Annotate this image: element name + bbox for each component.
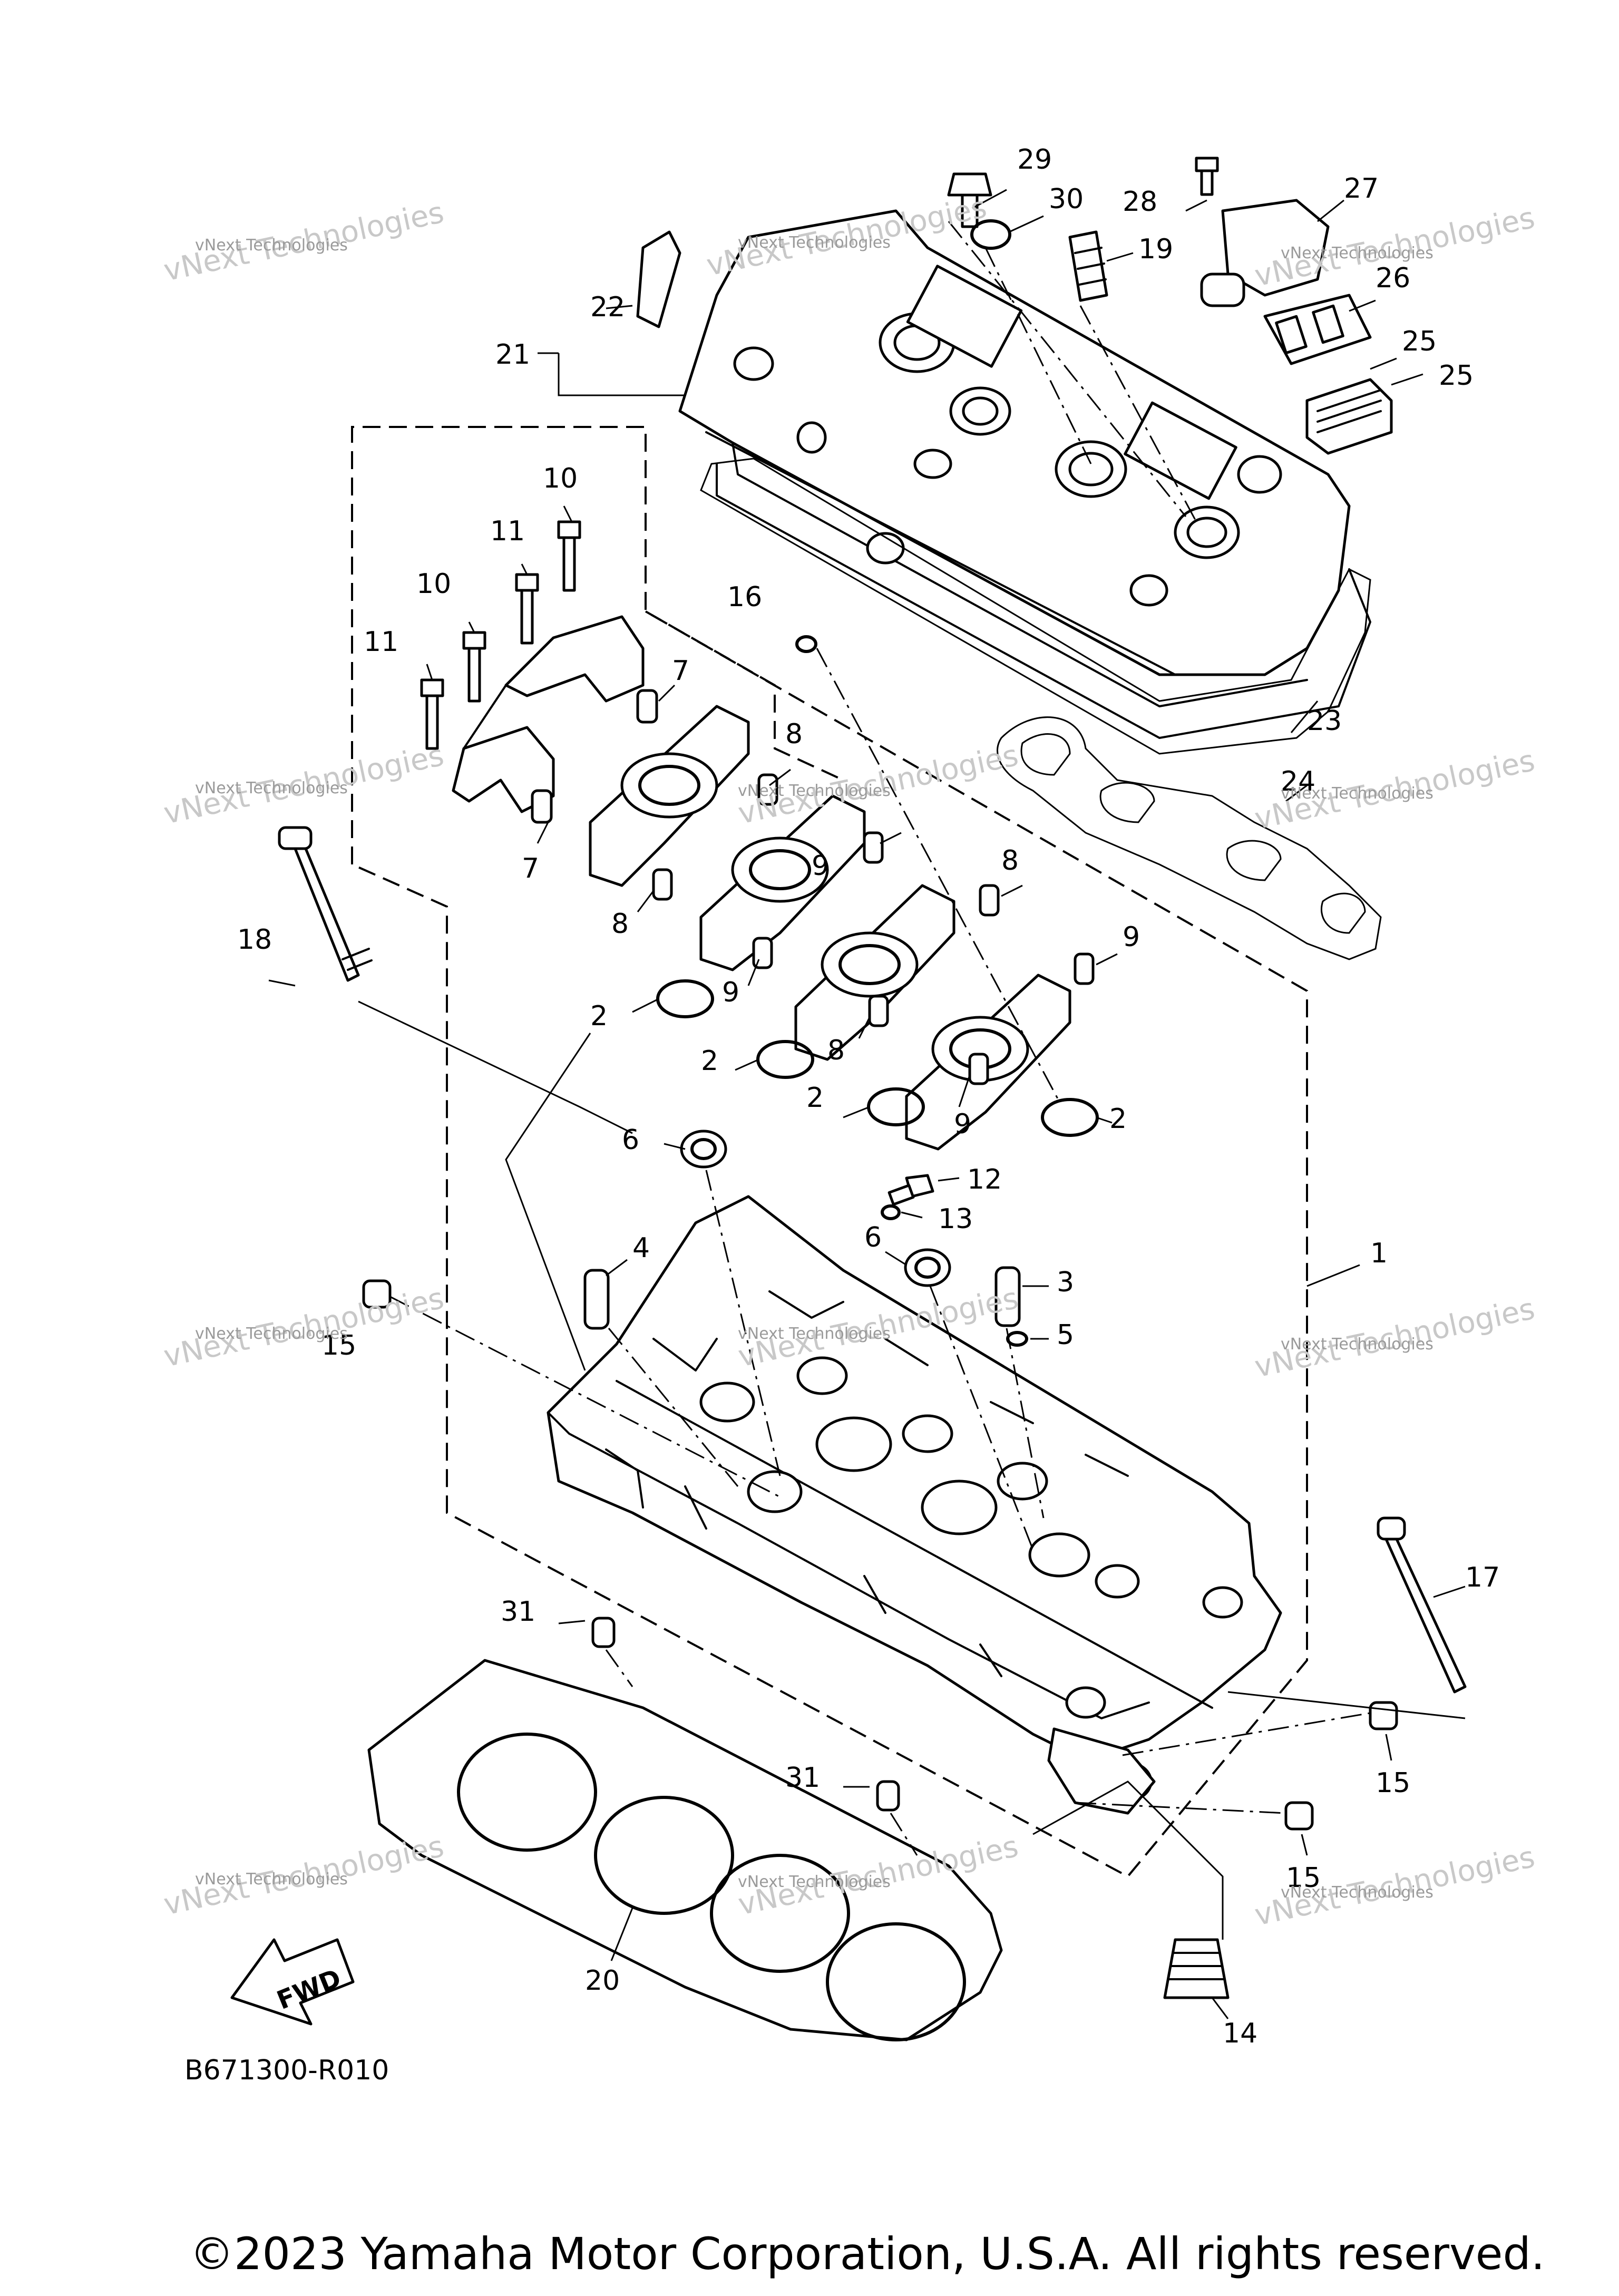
diagram-code: B671300-R010 [184, 2055, 389, 2086]
watermark: vNext Technologies [738, 782, 891, 800]
callout-label: 2 [1109, 1103, 1127, 1135]
callout-label: 6 [864, 1222, 882, 1253]
valve-cover [678, 209, 1371, 739]
assembly-boundary [351, 426, 1308, 1878]
callout-label: 16 [727, 581, 762, 613]
watermark: vNext Technologies [195, 1325, 348, 1343]
callout-label: 7 [522, 853, 539, 884]
callout-label: 9 [1123, 921, 1140, 953]
watermark: vNext Technologies [1281, 1883, 1433, 1902]
callout-label: 3 [1057, 1267, 1074, 1298]
callout-label: 9 [722, 977, 739, 1008]
head-gasket [367, 1659, 1003, 2041]
callout-label: 6 [622, 1124, 639, 1156]
callout-label: 29 [1017, 144, 1052, 176]
callout-label: 15 [1286, 1862, 1321, 1894]
callout-label: 12 [967, 1164, 1002, 1195]
callout-label: 4 [632, 1232, 650, 1264]
watermark: vNext Technologies [738, 1325, 891, 1343]
copyright-notice: ©2023 Yamaha Motor Corporation, U.S.A. A… [190, 2228, 1545, 2280]
callout-label: 2 [590, 1000, 608, 1032]
callout-label: 5 [1057, 1319, 1074, 1351]
callout-label: 15 [1376, 1767, 1410, 1799]
callout-label: 24 [1281, 766, 1315, 797]
callout-label: 26 [1376, 262, 1410, 294]
callout-label: 8 [827, 1035, 845, 1066]
watermark: vNext Technologies [195, 236, 348, 255]
callout-label: 31 [785, 1762, 820, 1794]
callout-label: 1 [1370, 1238, 1388, 1269]
callout-label: 2 [701, 1045, 718, 1077]
callout-label: 23 [1307, 705, 1342, 737]
head-small-parts [362, 1130, 1398, 1999]
cam-caps [420, 520, 658, 824]
callout-label: 25 [1439, 360, 1474, 392]
watermark: vNext Technologies [738, 1873, 891, 1891]
callout-label: 27 [1344, 173, 1379, 205]
callout-labels: 29 30 28 27 19 26 22 21 25 25 10 11 10 1… [237, 144, 1500, 2049]
cylinder-head [547, 1195, 1282, 1815]
watermark: vNext Technologies [195, 1870, 348, 1889]
callout-label: 7 [672, 655, 689, 687]
callout-label: 28 [1123, 186, 1157, 218]
callout-label: 22 [590, 291, 625, 323]
watermark: vNext Technologies [1281, 784, 1433, 803]
leader-lines [268, 189, 1466, 2019]
callout-label: 15 [321, 1330, 356, 1361]
fwd-arrow-icon: FWD [230, 1938, 355, 2026]
callout-label: 8 [1001, 845, 1019, 877]
spark-plug-gasket [997, 716, 1382, 960]
callout-label: 10 [416, 568, 451, 600]
rocker-arm-holders [589, 705, 1095, 1151]
valve-cover-gasket [700, 458, 1371, 755]
long-bolts [278, 826, 1467, 1694]
watermark: vNext Technologies [195, 779, 348, 797]
callout-label: 2 [806, 1082, 824, 1114]
callout-label: 13 [938, 1203, 973, 1235]
watermark: vNext Technologies [1281, 1335, 1433, 1354]
callout-label: 21 [495, 339, 530, 371]
callout-label: 8 [785, 718, 803, 750]
callout-label: 19 [1138, 234, 1173, 265]
seal-16 [795, 635, 817, 653]
callout-label: 11 [364, 626, 398, 658]
watermark: vNext Technologies [1281, 244, 1433, 262]
callout-label: 25 [1402, 326, 1437, 357]
callout-label: 14 [1223, 2018, 1257, 2049]
callout-label: 20 [585, 1965, 620, 1997]
watermark: vNext Technologies [738, 234, 891, 252]
callout-label: 30 [1049, 183, 1084, 215]
callout-label: 31 [501, 1596, 535, 1628]
top-small-parts [636, 157, 1393, 455]
callout-label: 8 [611, 908, 629, 940]
callout-label: 9 [812, 850, 829, 882]
callout-label: 10 [543, 463, 578, 494]
callout-label: 18 [237, 924, 272, 956]
callout-label: 17 [1465, 1562, 1500, 1593]
callout-label: 11 [490, 515, 525, 547]
callout-label: 9 [954, 1108, 971, 1140]
